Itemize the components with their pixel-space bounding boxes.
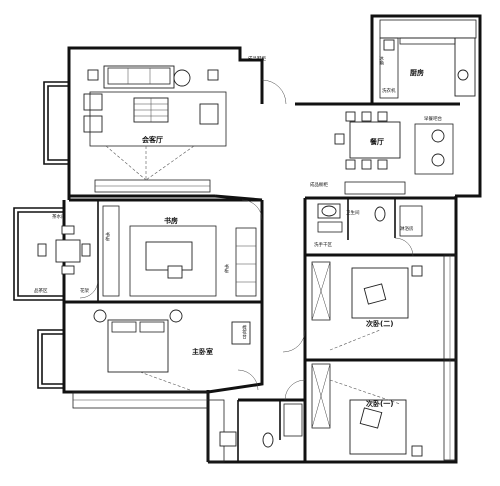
label-dresser: 梳妆台 [242,324,247,340]
bath-fixtures [219,203,423,448]
label-master-bedroom: 主卧室 [192,347,213,356]
window-strips [72,19,477,463]
bedroom1-furniture [311,363,423,457]
label-fridge: 冰箱 [379,55,384,67]
master-furniture [93,309,251,391]
label-cabinet-top: 成品鞋柜 [248,55,266,62]
study-furniture [102,205,257,297]
label-shower: 淋浴房 [400,225,414,232]
label-tea-room: 茶水间 [52,213,66,220]
dining-furniture [334,111,454,175]
label-plant: 花架 [80,287,89,294]
label-tea-area: 品茶区 [34,287,48,294]
door-swings [79,79,414,401]
living-furniture [83,65,227,181]
bedroom2-furniture [311,261,423,351]
label-bookcase-right: 书柜 [224,263,229,275]
label-study: 书房 [164,216,178,225]
label-toilet: 卫生间 [346,209,360,216]
label-kitchen: 厨房 [410,68,424,77]
label-dining: 餐厅 [369,137,384,146]
label-bookshelf: 书柜 [105,231,110,243]
label-bedroom-2: 次卧(二) [366,319,393,328]
label-wash-area: 洗手干区 [314,241,332,248]
exterior-walls [13,14,482,464]
label-living-room: 会客厅 [142,135,163,144]
label-bar: 早餐吧台 [424,115,442,122]
label-cabinet-mid: 成品橱柜 [310,181,328,188]
label-bedroom-1: 次卧(一) [366,399,393,408]
kitchen-furniture [379,37,476,99]
label-wash: 洗衣机 [382,87,396,94]
tea-furniture [37,225,91,275]
cabinet-strip [344,181,406,195]
